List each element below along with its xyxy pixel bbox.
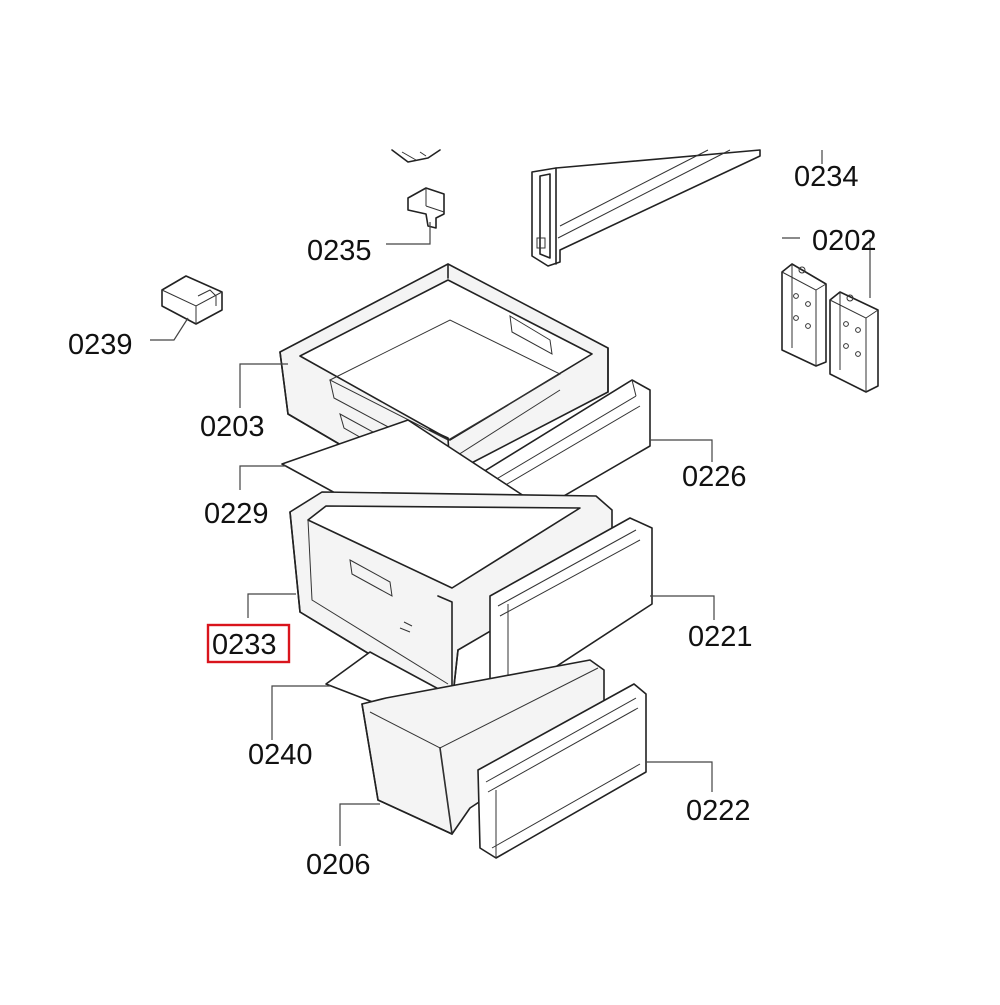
label-0221: 0221: [688, 621, 753, 653]
label-0229: 0229: [204, 498, 269, 530]
label-0240: 0240: [248, 739, 313, 771]
label-0203: 0203: [200, 411, 265, 443]
highlight-box: [206, 623, 291, 664]
part-0206-bottom-drawer: [361, 659, 605, 835]
label-0233[interactable]: 0233: [212, 629, 277, 661]
part-0234-rail: [531, 149, 761, 267]
part-0222-front-panel: [477, 683, 647, 859]
label-0206: 0206: [306, 849, 371, 881]
part-0235-clip: [407, 187, 445, 229]
label-0226: 0226: [682, 461, 747, 493]
clipped-part-fragment: [391, 149, 441, 163]
part-0239-block: [161, 275, 223, 325]
part-0202-cold-packs: [781, 263, 879, 393]
leader-lines: [150, 150, 871, 846]
label-0202: 0202: [812, 225, 877, 257]
part-0233-middle-drawer: [289, 491, 613, 705]
label-0235: 0235: [307, 235, 372, 267]
label-0239: 0239: [68, 329, 133, 361]
label-0234: 0234: [794, 161, 859, 193]
label-0222: 0222: [686, 795, 751, 827]
